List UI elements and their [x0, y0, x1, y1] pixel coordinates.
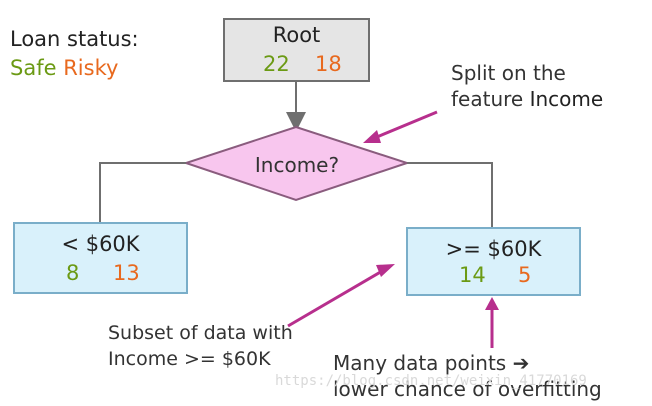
split-annotation-prefix: feature [451, 87, 530, 111]
split-annotation-line2: feature Income [451, 86, 603, 112]
root-safe-count: 22 [263, 52, 290, 76]
many-points-line2: lower chance of overfitting [333, 377, 602, 401]
split-label: Income? [254, 153, 340, 177]
many-points-annotation: Many data points ➔ lower chance of overf… [333, 350, 602, 402]
legend-safe: Safe [10, 56, 57, 80]
right-branch-connector [407, 162, 493, 227]
subset-annotation: Subset of data with Income >= $60K [108, 320, 293, 372]
right-safe-count: 14 [459, 263, 486, 287]
legend-values: Safe Risky [10, 56, 118, 80]
split-annotation-line1: Split on the [451, 61, 566, 85]
left-node: < $60K 8 13 [13, 222, 188, 294]
left-risky-count: 13 [113, 261, 140, 285]
many-points-line1: Many data points ➔ [333, 351, 530, 375]
legend-risky: Risky [63, 56, 119, 80]
split-annotation-feature: Income [529, 87, 604, 111]
root-risky-count: 18 [315, 52, 342, 76]
right-node-label: >= $60K [445, 237, 542, 261]
left-node-label: < $60K [61, 232, 140, 256]
many-points-pointer-arrow [485, 297, 499, 348]
root-label: Root [272, 23, 321, 47]
right-node: >= $60K 14 5 [406, 227, 581, 296]
left-branch-connector [99, 162, 186, 222]
subset-annotation-line1: Subset of data with [108, 322, 293, 344]
root-node: Root 22 18 [223, 18, 370, 82]
left-safe-count: 8 [66, 261, 80, 285]
split-diamond [182, 125, 411, 202]
split-pointer-arrow [363, 110, 438, 143]
right-risky-count: 5 [518, 263, 532, 287]
subset-pointer-arrow [287, 264, 395, 328]
legend-title: Loan status: [10, 27, 139, 51]
watermark: https://blog.csdn.net/weixin_41770169 [275, 373, 587, 389]
subset-annotation-line2: Income >= $60K [108, 348, 271, 370]
split-annotation: Split on the feature Income [451, 60, 603, 112]
